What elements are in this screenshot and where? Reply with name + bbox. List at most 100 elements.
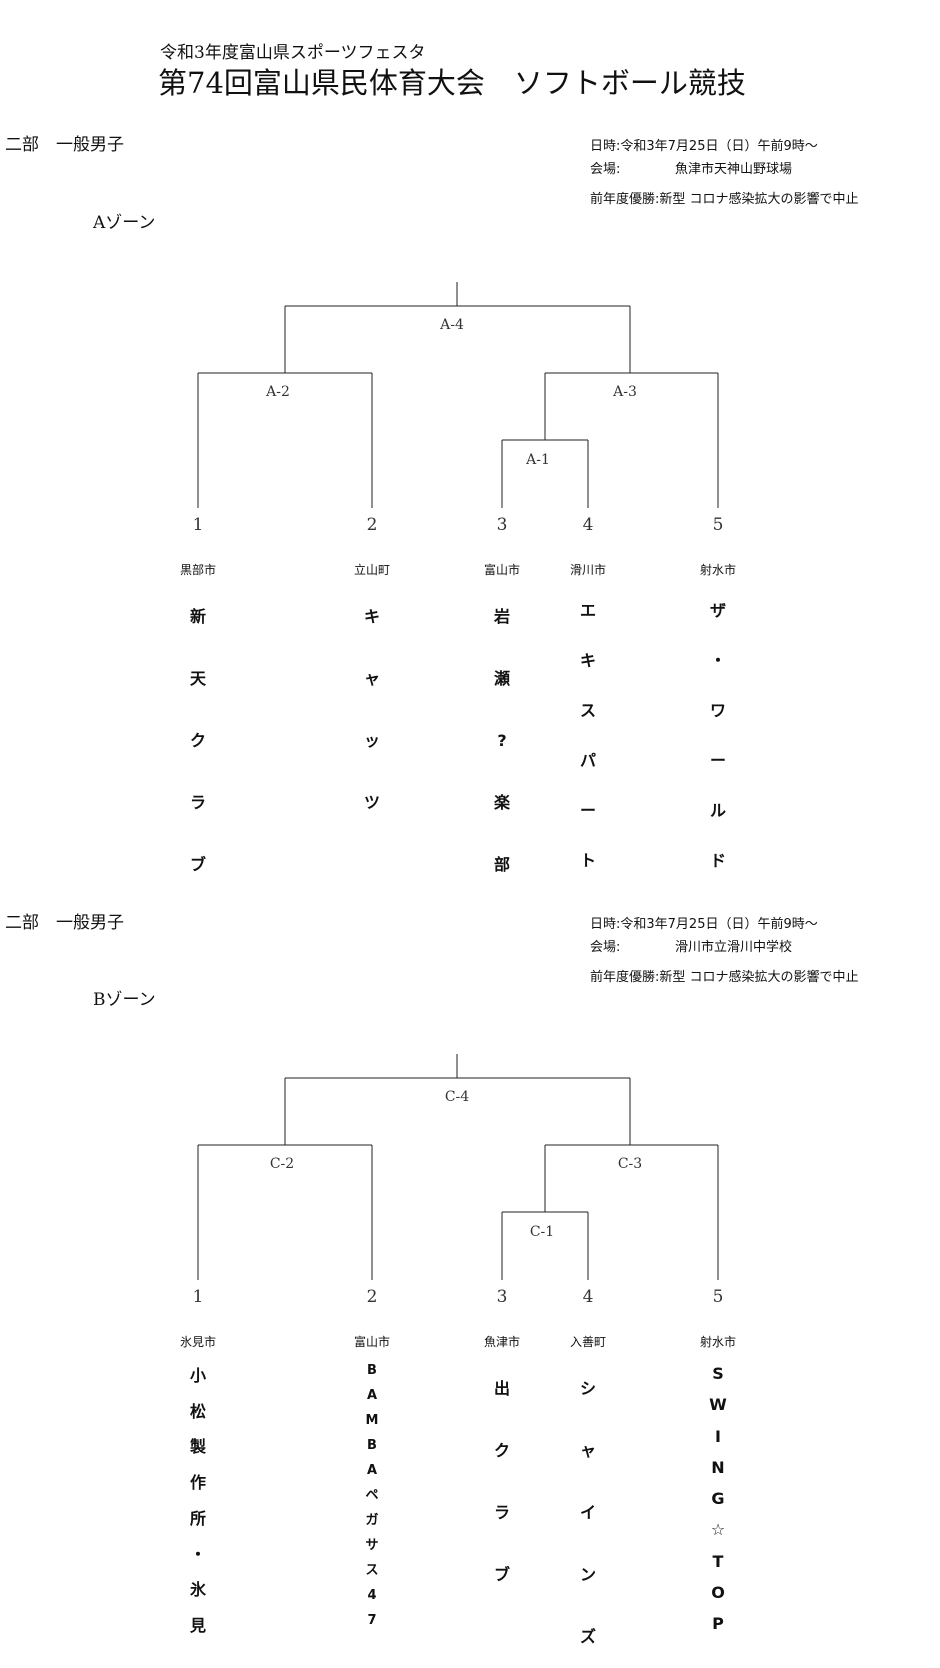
seed-number: 1 (193, 1287, 204, 1307)
team-name-char: ス (365, 1563, 379, 1578)
date-label: 日時: (590, 139, 621, 154)
match-label-c1: C-1 (530, 1224, 554, 1240)
team-name-char: M (365, 1413, 379, 1428)
team-name-char: A (366, 1388, 378, 1403)
team-name-char: ッ (363, 731, 380, 750)
team-city: 射水市 (699, 1335, 736, 1349)
team-entry: 黒部市 新天クラブ (168, 562, 228, 896)
team-name-char: I (715, 1426, 721, 1446)
venue-value: 滑川市立滑川中学校 (675, 940, 793, 955)
date-label: 日時: (590, 917, 621, 932)
team-name-char: 見 (189, 1615, 206, 1635)
team-name-char: 瀬 (493, 669, 510, 688)
match-label-c2: C-2 (270, 1156, 294, 1172)
date-info: 日時:令和3年7月25日（日）午前9時～ (590, 135, 818, 154)
team-name-char: P (712, 1614, 724, 1633)
previous-winner-info: 前年度優勝:新型 コロナ感染拡大の影響で中止 (590, 188, 859, 207)
team-name-char: エ (579, 601, 596, 620)
team-name-char: ク (189, 731, 206, 750)
match-label-a3: A-3 (612, 384, 637, 400)
team-name-char: ツ (363, 793, 380, 812)
team-entry: 滑川市 エキスパート (558, 562, 618, 886)
seed-number: 3 (497, 515, 508, 535)
match-label-a1: A-1 (525, 452, 550, 468)
team-name-char: 出 (493, 1379, 510, 1398)
team-name-char: イ (579, 1503, 596, 1522)
seed-number: 2 (367, 1287, 378, 1307)
team-name-char: 7 (367, 1613, 377, 1628)
date-value: 令和3年7月25日（日）午前9時～ (620, 917, 818, 932)
match-label-c4: C-4 (445, 1089, 469, 1105)
team-city: 滑川市 (569, 563, 606, 577)
team-name-char: ン (579, 1565, 596, 1584)
team-name-char: 氷 (189, 1580, 206, 1600)
team-name-char: ル (709, 801, 726, 820)
event-subtitle: 令和3年度富山県スポーツフェスタ (160, 43, 426, 63)
team-name-char: ド (709, 851, 726, 870)
team-name-char: ワ (709, 701, 726, 720)
zone-label: Bゾーン (93, 990, 156, 1010)
team-city: 立山町 (353, 563, 390, 577)
seed-row-b: 1 2 3 4 5 (193, 1287, 724, 1307)
date-info: 日時:令和3年7月25日（日）午前9時～ (590, 913, 818, 932)
team-entry: 富山市 岩瀬? 楽部 (472, 562, 532, 896)
team-entry: 立山町 キャッツ (342, 562, 402, 834)
team-entry: 氷見市 小松製作所・氷見 (168, 1334, 228, 1644)
team-name-char: 部 (493, 855, 510, 874)
team-name-char: B (367, 1438, 377, 1453)
team-name-char: シ (579, 1379, 596, 1398)
venue-value: 魚津市天神山野球場 (675, 162, 793, 177)
previous-winner-value: 新型 コロナ感染拡大の影響で中止 (659, 970, 859, 985)
date-value: 令和3年7月25日（日）午前9時～ (620, 139, 818, 154)
team-name: 新天クラブ (168, 586, 228, 896)
team-name-char: ャ (579, 1441, 596, 1460)
previous-winner-value: 新型 コロナ感染拡大の影響で中止 (659, 192, 859, 207)
team-entry: 射水市 ザ・ワールド (688, 562, 748, 886)
venue-label: 会場: (590, 162, 621, 177)
team-name-char: 製 (189, 1437, 206, 1457)
seed-row-a: 1 2 3 4 5 (193, 515, 724, 535)
team-name-char: G (711, 1489, 725, 1508)
team-name-char: キ (363, 607, 380, 626)
team-name-char: ラ (493, 1503, 510, 1522)
venue-label: 会場: (590, 940, 621, 955)
seed-number: 5 (713, 1287, 724, 1307)
team-name: シャインズ (558, 1358, 618, 1668)
team-name-char: S (712, 1364, 724, 1383)
team-name: キャッツ (342, 586, 402, 834)
team-name-char: 松 (189, 1401, 206, 1421)
previous-winner-label: 前年度優勝: (590, 970, 660, 985)
team-name: 小松製作所・氷見 (168, 1358, 228, 1644)
team-name-char: 岩 (493, 607, 510, 626)
seed-number: 4 (583, 1287, 594, 1307)
team-name-char: パ (579, 751, 596, 770)
match-label-a4: A-4 (439, 317, 464, 333)
bracket-b: C-1 C-2 C-3 C-4 (197, 1054, 719, 1280)
team-name-char: 所 (189, 1508, 206, 1528)
team-name-char: 天 (189, 669, 206, 688)
team-name-char: ス (579, 701, 596, 720)
team-name-char: ー (709, 751, 726, 770)
team-name-char: キ (579, 651, 596, 670)
team-name: 岩瀬? 楽部 (472, 586, 532, 896)
team-name-char: 楽 (493, 793, 510, 812)
team-name-char: W (709, 1395, 727, 1415)
team-name-char: ☆ (710, 1520, 726, 1540)
team-entry: 入善町 シャインズ (558, 1334, 618, 1668)
team-name-char: ペ (365, 1488, 379, 1503)
team-city: 魚津市 (483, 1335, 520, 1349)
bracket-a: A-1 A-2 A-3 A-4 (197, 282, 719, 508)
division-label: 二部 一般男子 (5, 913, 124, 933)
team-city: 射水市 (699, 563, 736, 577)
team-name-char: ? (497, 731, 507, 750)
venue-info: 会場: 滑川市立滑川中学校 (590, 936, 792, 955)
seed-number: 2 (367, 515, 378, 535)
team-name-char: ザ (709, 601, 726, 620)
zone-label: Aゾーン (93, 213, 156, 233)
team-city: 富山市 (483, 563, 520, 577)
team-name-char: O (711, 1582, 725, 1602)
